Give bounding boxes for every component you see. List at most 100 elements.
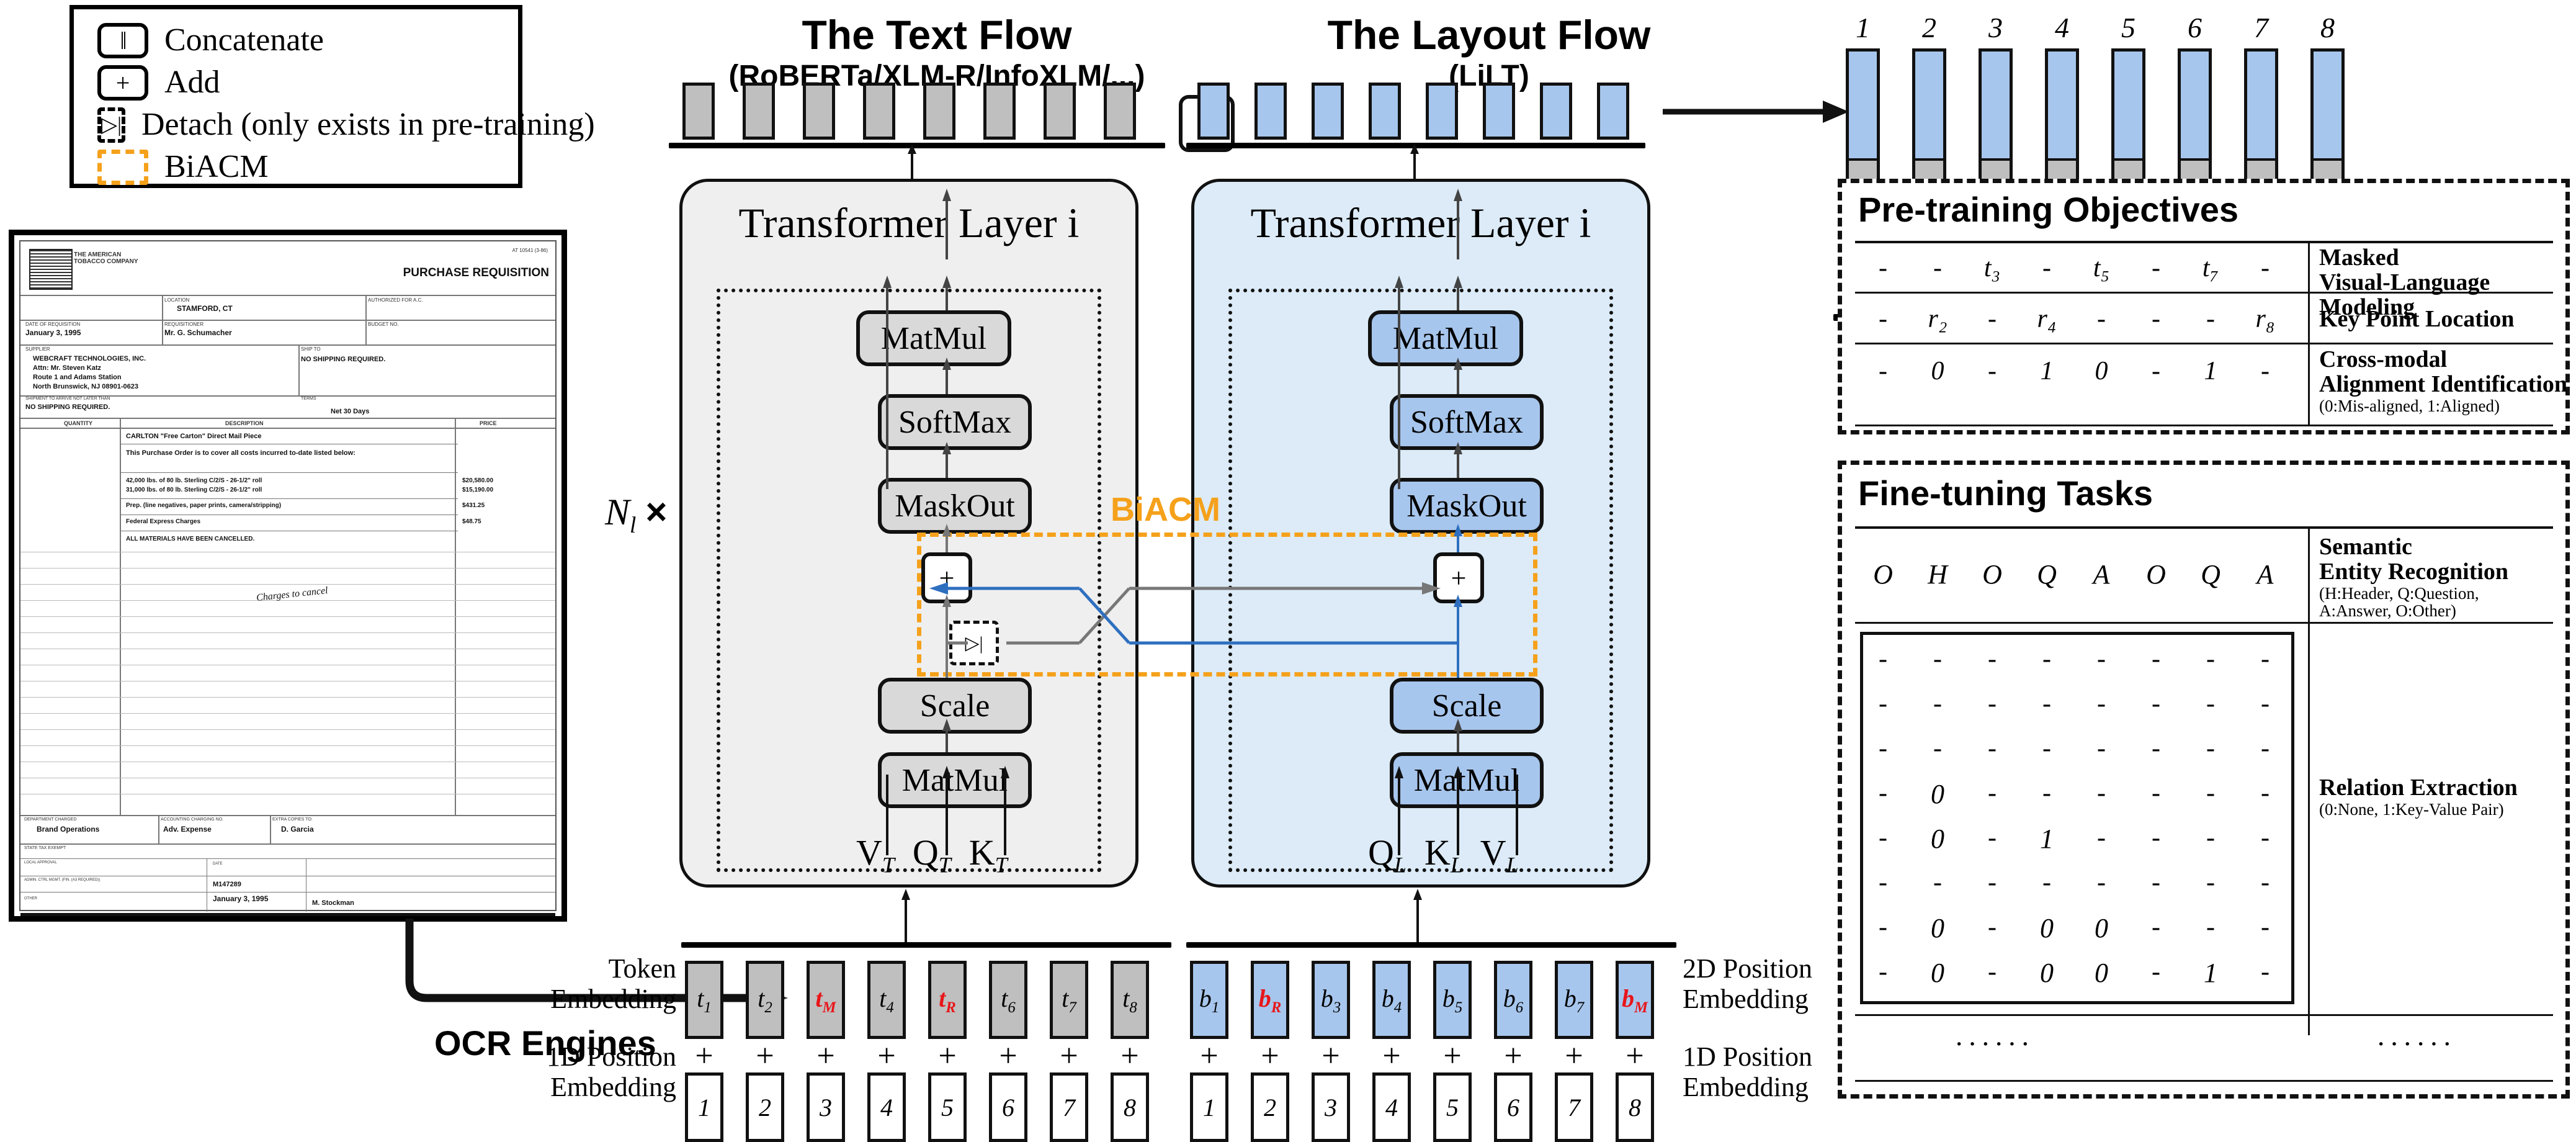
relation-matrix-cell: - xyxy=(1933,734,1942,763)
biacm-icon xyxy=(97,149,148,185)
token-embedding-label: tM xyxy=(815,984,836,1016)
token-embedding-label: t8 xyxy=(1122,984,1137,1016)
pretraining-value: r₄ xyxy=(2037,305,2057,333)
doc-row-2-desc: 42,000 lbs. of 80 lb. Sterling C/2/S - 2… xyxy=(126,477,262,493)
layout-output-cell xyxy=(1540,83,1572,140)
layout-flow-output-bar xyxy=(1186,143,1645,148)
doc-label-dept: DEPARTMENT CHARGED xyxy=(24,817,77,822)
position-embedding-label: 8 xyxy=(1629,1093,1641,1122)
relation-matrix-cell: - xyxy=(1988,868,1997,897)
finetuning-title: Fine-tuning Tasks xyxy=(1858,474,2153,513)
layout-output-cell xyxy=(1197,83,1230,140)
doc-label-acct: ACCOUNTING CHARGING NO. xyxy=(161,817,224,822)
position-embedding-label: 2 xyxy=(759,1093,771,1122)
text-op-maskout: MaskOut xyxy=(878,478,1032,534)
doc-value-admin: M147289 xyxy=(213,881,241,888)
pretraining-value: - xyxy=(2261,254,2270,282)
detach-icon: ▷| xyxy=(97,107,125,143)
layout-op-softmax: SoftMax xyxy=(1390,394,1544,450)
text-output-cell xyxy=(923,83,955,140)
position-embedding-label: 1 xyxy=(1203,1093,1215,1122)
relation-matrix-cell: - xyxy=(2152,868,2160,897)
relation-matrix-cell: 0 xyxy=(1931,913,1944,943)
plus-sign: + xyxy=(1322,1038,1340,1074)
token-embedding-cell: t7 xyxy=(1050,961,1088,1039)
text-op-matmul-bottom: MatMul xyxy=(878,752,1032,808)
plus-sign: + xyxy=(1443,1038,1462,1074)
relation-matrix-box xyxy=(1860,632,2294,1004)
doc-label-copies: EXTRA COPIES TO: xyxy=(272,817,313,822)
doc-label-requisitioner: REQUISITIONER xyxy=(164,321,204,327)
relation-matrix-cell: - xyxy=(2206,734,2215,763)
plus-sign: + xyxy=(1120,1038,1139,1074)
relation-matrix-cell: - xyxy=(2042,690,2051,718)
layout-transformer-label: Transformer Layer i xyxy=(1250,199,1591,246)
biacm-region xyxy=(917,533,1537,677)
doc-value-terms: Net 30 Days xyxy=(331,408,370,415)
ser-value: H xyxy=(1928,559,1948,590)
relation-matrix-cell: 0 xyxy=(2040,913,2054,943)
output-bar-layout-segment xyxy=(2181,52,2209,159)
output-bar-layout-segment xyxy=(1915,52,1943,159)
relation-matrix-cell: - xyxy=(1988,913,1997,942)
output-bar-layout-segment xyxy=(1849,52,1877,159)
relation-matrix-cell: - xyxy=(1988,958,1997,986)
doc-label-supplier: SUPPLIER xyxy=(25,346,50,352)
relation-matrix-cell: - xyxy=(2042,779,2051,807)
ser-task-name: Semantic Entity Recognition (H:Header, Q… xyxy=(2319,534,2509,621)
position-embedding-label: 2 xyxy=(1264,1093,1276,1122)
text-output-cell xyxy=(682,83,715,140)
doc-value-dept: Brand Operations xyxy=(37,825,100,834)
relation-matrix-cell: - xyxy=(1879,824,1887,852)
pretraining-value: 0 xyxy=(2095,357,2108,385)
ser-value: Q xyxy=(2037,559,2057,590)
legend-item-concatenate: ‖ Concatenate xyxy=(97,19,518,61)
plus-sign: + xyxy=(1060,1038,1078,1074)
relation-matrix-cell: - xyxy=(2152,690,2160,718)
token-embedding-cell: b3 xyxy=(1312,961,1350,1039)
doc-row-0-desc: CARLTON "Free Carton" Direct Mail Piece xyxy=(126,433,262,440)
pretraining-value: 1 xyxy=(2204,357,2217,385)
add-icon: + xyxy=(97,65,148,101)
position-embedding-label: 3 xyxy=(1325,1093,1337,1122)
doc-value-shipto: NO SHIPPING REQUIRED. xyxy=(301,356,386,363)
pretraining-value: - xyxy=(2152,254,2160,282)
legend-label-concatenate: Concatenate xyxy=(164,22,324,58)
position-embedding-label: 7 xyxy=(1568,1093,1580,1122)
token-embedding-cell: t8 xyxy=(1111,961,1149,1039)
pretraining-value: - xyxy=(1879,254,1887,282)
relation-matrix-cell: - xyxy=(2261,913,2270,942)
text-embedding-bar xyxy=(681,942,1171,948)
doc-label-localapproval: LOCAL APPROVAL xyxy=(24,861,57,865)
relation-matrix-cell: - xyxy=(2206,690,2215,718)
doc-th-price: PRICE xyxy=(480,420,497,426)
layout-output-cell xyxy=(1426,83,1458,140)
position-embedding-label: 6 xyxy=(1507,1093,1519,1122)
layout-op-scale: Scale xyxy=(1390,678,1544,734)
position-embedding-cell: 3 xyxy=(807,1072,845,1142)
position-embedding-cell: 3 xyxy=(1312,1072,1350,1142)
position-embedding-label: 6 xyxy=(1002,1093,1014,1122)
token-embedding-cell: tR xyxy=(928,961,967,1039)
text-output-cell xyxy=(863,83,895,140)
pretraining-value: - xyxy=(1988,357,1997,385)
position-embedding-cell: 8 xyxy=(1616,1072,1654,1142)
re-task-name: Relation Extraction (0:None, 1:Key-Value… xyxy=(2319,775,2518,819)
doc-label-budget: BUDGET NO. xyxy=(368,321,399,327)
relation-matrix-cell: - xyxy=(1988,690,1997,718)
doc-value-arrive: NO SHIPPING REQUIRED. xyxy=(25,403,110,411)
ellipsis-left: ······ xyxy=(1954,1028,2034,1059)
position-embedding-cell: 8 xyxy=(1111,1072,1149,1142)
position-embedding-label: 1 xyxy=(698,1093,710,1122)
token-embedding-label: t7 xyxy=(1062,984,1076,1016)
token-embedding-label: b7 xyxy=(1563,984,1585,1016)
relation-matrix-cell: - xyxy=(2097,645,2106,673)
doc-label-date: DATE xyxy=(213,862,223,866)
legend-box: ‖ Concatenate + Add ▷| Detach (only exis… xyxy=(69,5,595,188)
text-output-cell xyxy=(743,83,775,140)
relation-matrix-cell: - xyxy=(2042,734,2051,763)
legend-item-biacm: BiACM xyxy=(97,146,518,188)
layout-op-maskout: MaskOut xyxy=(1390,478,1544,534)
token-embedding-label: bR xyxy=(1258,984,1282,1016)
doc-row-4-price: $48.75 xyxy=(462,518,481,525)
